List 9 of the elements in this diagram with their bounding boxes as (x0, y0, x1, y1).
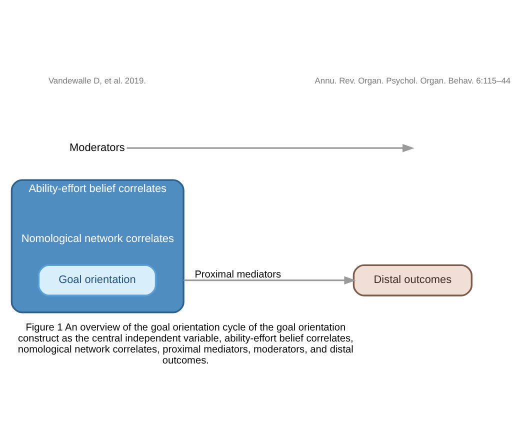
arrow (126, 144, 414, 152)
node-box: Distal outcomes (352, 264, 472, 296)
node-text: Moderators (70, 142, 125, 154)
caption: Figure 1 An overview of the goal orientation cycle of the goal orientation construct as the central independent variable, ability-effort belief correlates, nomological network correlates, proximal mediators, moderators, and distal outcomes. (18, 322, 354, 366)
label: Annu. Rev. Organ. Psychol. Organ. Behav. 6:115–44 (314, 76, 511, 86)
edge-label: Proximal mediators (194, 269, 282, 280)
arrow (184, 276, 356, 284)
node-box: Goal orientation (38, 264, 157, 296)
label: Vandewalle D, et al. 2019. (48, 76, 146, 86)
